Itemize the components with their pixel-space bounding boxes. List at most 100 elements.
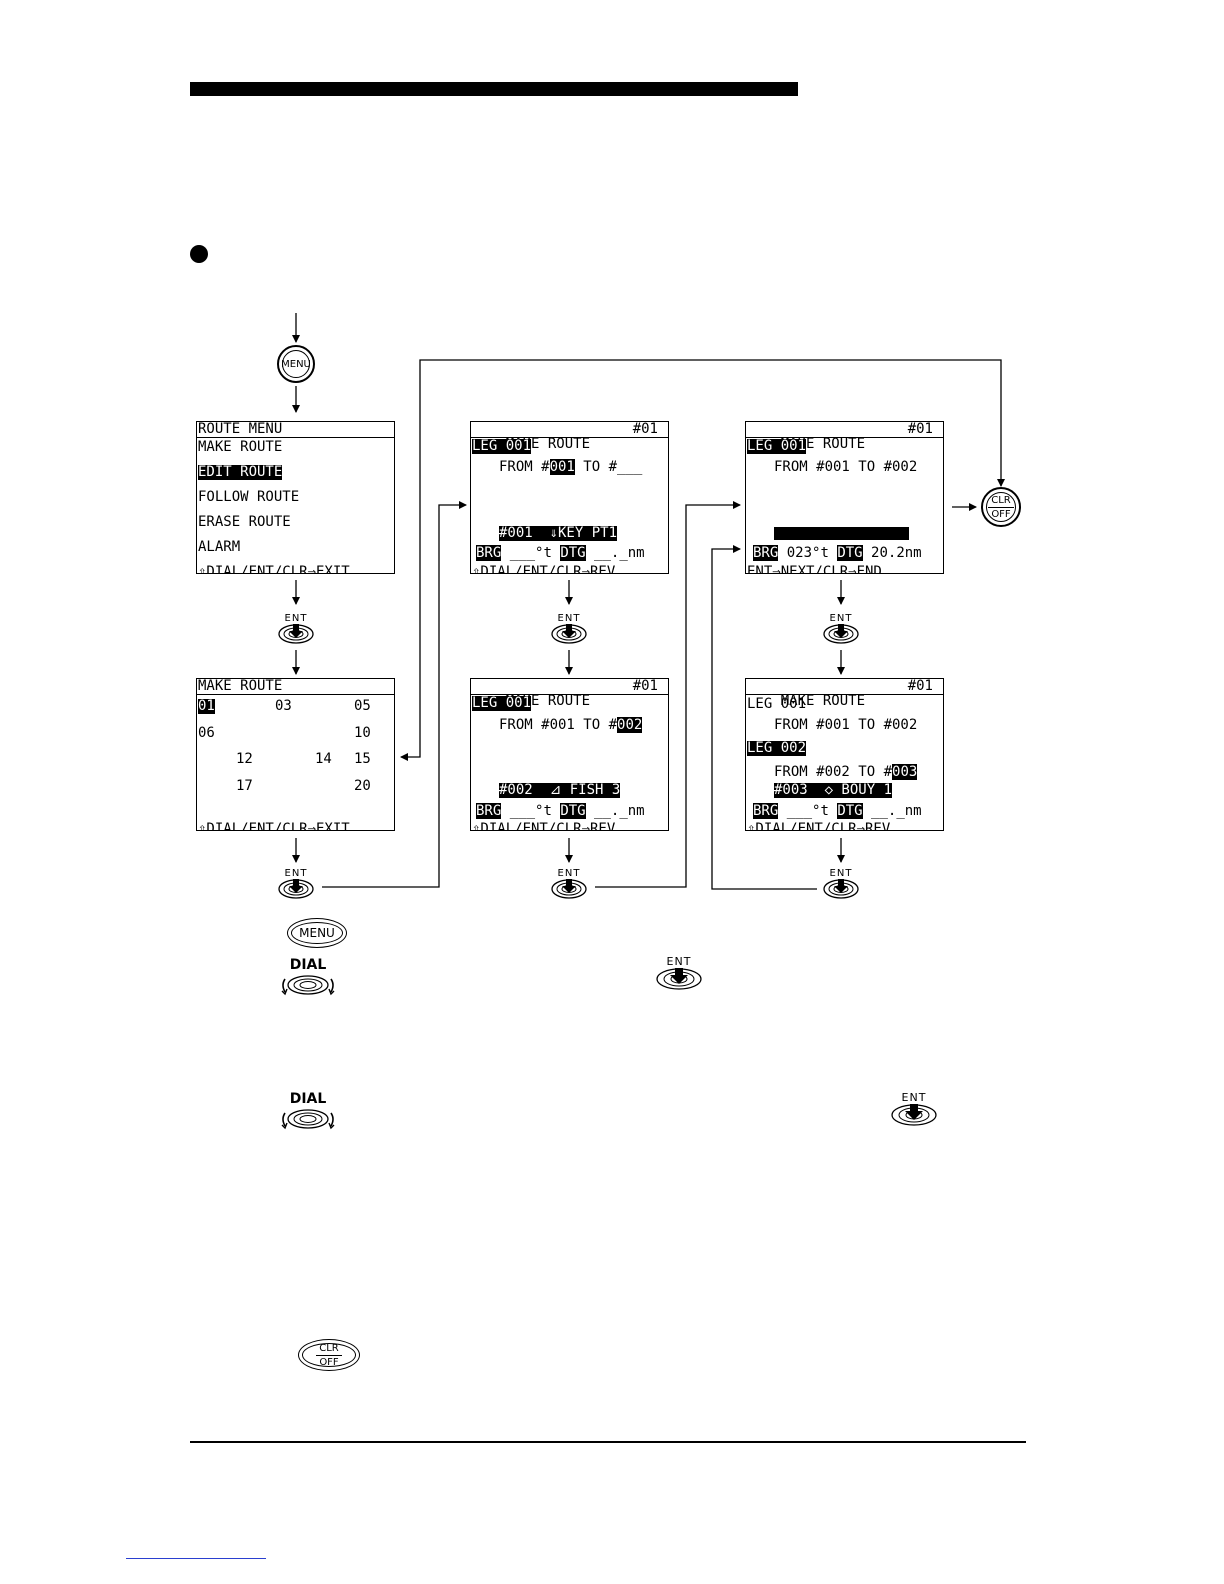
- leg-label: LEG 002: [747, 740, 807, 756]
- route-slot[interactable]: 06: [198, 725, 215, 741]
- route-slot[interactable]: 14: [315, 751, 332, 767]
- clr-off-button-instruction[interactable]: CLR OFF: [298, 1339, 360, 1371]
- off-label: OFF: [991, 508, 1011, 520]
- from-prefix: FROM #: [499, 459, 550, 475]
- section-bullet: [190, 245, 208, 263]
- dtg-value: __._nm: [585, 803, 645, 819]
- route-number: #01: [632, 678, 658, 694]
- ent-button[interactable]: ENT: [549, 614, 589, 646]
- from-text: FROM #001 TO #: [499, 717, 618, 733]
- leg-label: LEG 001: [747, 696, 807, 712]
- leg1-from-screen: MAKE ROUTE #01 LEG 001 FROM #001 TO #___…: [470, 421, 669, 574]
- route-slot[interactable]: 03: [275, 698, 292, 714]
- dial-knob[interactable]: DIAL: [278, 958, 338, 1002]
- from-text: FROM #002 TO #: [774, 764, 893, 780]
- ent-icon: [823, 879, 859, 899]
- dtg-label: DTG: [837, 803, 863, 819]
- bearing-distance-row: BRG 023°t DTG 20.2nm: [753, 545, 922, 561]
- ent-label: ENT: [829, 868, 853, 879]
- ent-label: ENT: [901, 1091, 927, 1104]
- waypoint-selection[interactable]: #002 ⊿ FISH 3: [499, 782, 621, 798]
- route-slot[interactable]: 10: [354, 725, 371, 741]
- clr-off-button[interactable]: CLR OFF: [981, 487, 1021, 527]
- menu-button-label: MENU: [281, 358, 311, 370]
- leg-label: LEG 001: [472, 695, 532, 711]
- screen-header: MAKE ROUTE #01: [746, 421, 943, 452]
- route-number: #01: [907, 678, 933, 694]
- menu-button[interactable]: MENU: [277, 345, 315, 383]
- dtg-value: __._nm: [862, 803, 922, 819]
- clr-divider: [316, 1354, 342, 1356]
- ent-button[interactable]: ENT: [821, 614, 861, 646]
- clr-label: CLR: [319, 1342, 339, 1354]
- dtg-value: __._nm: [585, 545, 645, 561]
- menu-item-follow-route[interactable]: FOLLOW ROUTE: [198, 489, 300, 505]
- route-number: #01: [632, 421, 658, 437]
- from-waypoint-field[interactable]: 001: [549, 459, 575, 475]
- waypoint-selection[interactable]: #001 ⇓KEY PT1: [499, 525, 618, 541]
- screen-header: MAKE ROUTE #01: [471, 421, 668, 452]
- route-number: #01: [907, 421, 933, 437]
- leg-label: LEG 001: [747, 438, 807, 454]
- dial-icon: [281, 975, 335, 996]
- route-slot[interactable]: 12: [236, 751, 253, 767]
- leg-from-to: FROM #001 TO #002: [774, 459, 918, 475]
- menu-button-instruction[interactable]: MENU: [287, 918, 347, 948]
- route-slot[interactable]: 17: [236, 778, 253, 794]
- route-slot[interactable]: 20: [354, 778, 371, 794]
- route-menu-screen: ROUTE MENU MAKE ROUTE EDIT ROUTE FOLLOW …: [196, 421, 395, 574]
- waypoint-selection-bar: [774, 527, 909, 540]
- ent-button[interactable]: ENT: [276, 869, 316, 901]
- footer-rule: [190, 1441, 1026, 1443]
- ent-button-instruction[interactable]: ENT: [654, 956, 704, 992]
- leg2-screen: MAKE ROUTE #01 LEG 001 FROM #001 TO #002…: [745, 678, 944, 831]
- off-label: OFF: [319, 1356, 339, 1368]
- ent-label: ENT: [557, 868, 581, 879]
- ent-label: ENT: [557, 613, 581, 624]
- waypoint-selection[interactable]: #003 ◇ BOUY 1: [774, 782, 893, 798]
- ent-label: ENT: [666, 955, 692, 968]
- ent-button[interactable]: ENT: [276, 614, 316, 646]
- ent-icon: [551, 879, 587, 899]
- brg-label: BRG: [476, 545, 502, 561]
- dtg-value: 20.2nm: [862, 545, 922, 561]
- bearing-distance-row: BRG ___°t DTG __._nm: [753, 803, 922, 819]
- ent-icon: [891, 1104, 937, 1126]
- to-waypoint-field[interactable]: 003: [892, 764, 918, 780]
- ent-icon: [278, 624, 314, 644]
- bearing-distance-row: BRG ___°t DTG __._nm: [476, 545, 645, 561]
- dial-label: DIAL: [289, 957, 327, 973]
- leg-from-to: FROM #001 TO #___: [499, 459, 642, 475]
- checkered-header-bar: [190, 82, 798, 96]
- route-slot[interactable]: 15: [354, 751, 371, 767]
- leg-from-to: FROM #002 TO #003: [774, 764, 918, 780]
- leg1-to-screen: MAKE ROUTE #01 LEG 001 FROM #001 TO #002…: [470, 678, 669, 831]
- screen-header: MAKE ROUTE #01: [471, 678, 668, 709]
- ent-button[interactable]: ENT: [549, 869, 589, 901]
- ent-icon: [823, 624, 859, 644]
- ent-label: ENT: [284, 868, 308, 879]
- clr-divider: [988, 506, 1014, 508]
- menu-item-alarm[interactable]: ALARM: [198, 539, 241, 555]
- route-slot[interactable]: 01: [198, 698, 215, 714]
- brg-value: 023°t: [778, 545, 838, 561]
- ent-button-instruction[interactable]: ENT: [889, 1092, 939, 1128]
- to-waypoint-field[interactable]: 002: [617, 717, 643, 733]
- screen-footer: ⇳DIAL/ENT/CLR⇒EXIT: [198, 821, 350, 831]
- leg-from-to: FROM #001 TO #002: [499, 717, 643, 733]
- ent-label: ENT: [284, 613, 308, 624]
- ent-button[interactable]: ENT: [821, 869, 861, 901]
- dial-knob[interactable]: DIAL: [278, 1092, 338, 1136]
- brg-label: BRG: [753, 545, 779, 561]
- dtg-label: DTG: [560, 545, 586, 561]
- screen-footer: ⇳DIAL/ENT/CLR⇒REV: [472, 821, 616, 831]
- brg-value: ___°t: [778, 803, 838, 819]
- menu-item-make-route[interactable]: MAKE ROUTE: [198, 439, 283, 455]
- menu-item-erase-route[interactable]: ERASE ROUTE: [198, 514, 291, 530]
- dial-label: DIAL: [289, 1091, 327, 1107]
- screen-footer: ⇳DIAL/ENT/CLR⇒EXIT: [198, 564, 350, 574]
- menu-item-edit-route[interactable]: EDIT ROUTE: [198, 464, 283, 480]
- screen-title: MAKE ROUTE: [780, 693, 866, 709]
- route-slot[interactable]: 05: [354, 698, 371, 714]
